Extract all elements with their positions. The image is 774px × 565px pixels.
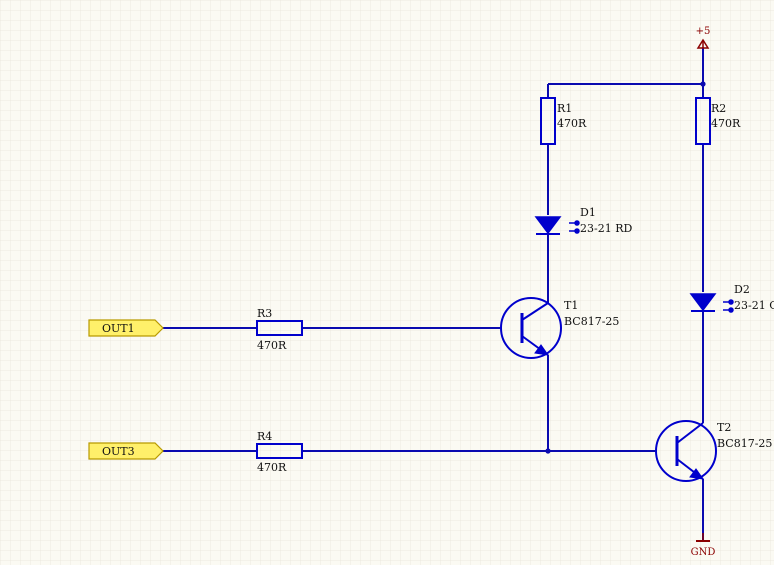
diode-d2-ref: D2 [734, 283, 750, 296]
resistor-r3-body [256, 320, 303, 336]
transistor-t1-arrow-icon [534, 344, 550, 356]
diode-d2[interactable]: D2 23-21 G [689, 283, 774, 313]
port-out1[interactable]: OUT1 [88, 319, 164, 337]
vcc-label: +5 [696, 26, 711, 37]
diode-d1-light-icon [569, 220, 580, 234]
resistor-r1-value: 470R [557, 117, 587, 130]
junction-top [700, 81, 706, 87]
transistor-t1-value: BC817-25 [564, 315, 619, 328]
diode-d1-ref: D1 [580, 206, 596, 219]
transistor-t2[interactable]: T2 BC817-25 [655, 420, 772, 482]
resistor-r3[interactable]: R3 470R [256, 307, 303, 352]
transistor-t2-value: BC817-25 [717, 437, 772, 450]
wires [163, 48, 706, 540]
transistor-t2-collector [676, 422, 704, 444]
resistor-r2-value: 470R [711, 117, 741, 130]
diode-d1-value: 23-21 RD [580, 222, 632, 235]
resistor-r2[interactable]: R2 470R [695, 97, 741, 145]
power-gnd[interactable]: GND [691, 533, 716, 558]
transistor-t2-arrow-icon [689, 468, 705, 480]
gnd-label: GND [691, 547, 716, 558]
port-out3-label: OUT3 [102, 445, 135, 458]
transistor-t1-collector [521, 302, 549, 321]
resistor-r2-body [695, 97, 711, 145]
resistor-r4-ref: R4 [257, 430, 272, 443]
port-out3[interactable]: OUT3 [88, 442, 164, 460]
resistor-r2-ref: R2 [711, 102, 726, 115]
power-vcc[interactable]: +5 [696, 26, 711, 49]
transistor-t1[interactable]: T1 BC817-25 [500, 297, 619, 359]
resistor-r4-value: 470R [257, 461, 287, 474]
resistor-r4-body [256, 443, 303, 459]
resistor-r3-value: 470R [257, 339, 287, 352]
resistor-r4[interactable]: R4 470R [256, 430, 303, 474]
diode-d2-triangle-icon [689, 293, 717, 312]
port-out1-shape [88, 319, 164, 337]
resistor-r1-body [540, 97, 556, 145]
port-out1-label: OUT1 [102, 322, 135, 335]
transistor-t2-body [655, 420, 717, 482]
resistor-r3-ref: R3 [257, 307, 272, 320]
resistor-r1[interactable]: R1 470R [540, 97, 587, 145]
junction-t2-base [545, 448, 551, 454]
transistor-t2-ref: T2 [717, 421, 731, 434]
diode-d1-triangle-icon [534, 216, 562, 235]
transistor-t1-ref: T1 [564, 299, 578, 312]
transistor-t1-body [500, 297, 562, 359]
diode-d2-light-icon [723, 299, 734, 313]
diode-d1[interactable]: D1 23-21 RD [534, 206, 632, 235]
resistor-r1-ref: R1 [557, 102, 572, 115]
port-out3-shape [88, 442, 164, 460]
diode-d2-value: 23-21 G [734, 299, 774, 312]
vcc-arrow-icon [696, 38, 710, 49]
